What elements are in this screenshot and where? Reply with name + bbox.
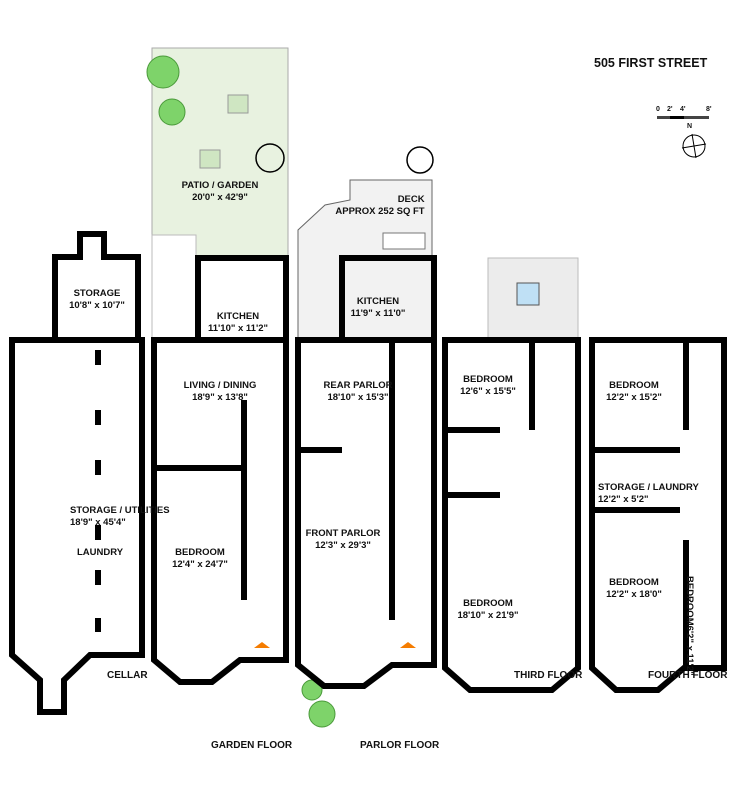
- walls: [9, 231, 727, 715]
- spiral-stair-icon: [406, 146, 434, 174]
- scale-label: 4': [680, 106, 686, 113]
- scale-label: 2': [667, 106, 673, 113]
- north-label: N: [687, 123, 693, 130]
- room-label: LAUNDRY: [76, 547, 124, 558]
- scale-label: 8': [706, 106, 712, 113]
- floor-label-parlor: PARLOR FLOOR: [360, 740, 440, 751]
- floor-label-fourth: FOURTH FLOOR: [648, 670, 728, 681]
- entry-arrows: [254, 642, 416, 648]
- spiral-stair-icon: [255, 143, 285, 173]
- floor-label-garden: GARDEN FLOOR: [211, 740, 293, 751]
- patio-garden-area: [151, 47, 289, 339]
- property-title: 505 FIRST STREET: [594, 56, 708, 70]
- floor-label-third: THIRD FLOOR: [514, 670, 583, 681]
- scale-bar: [657, 116, 709, 119]
- scale-label: 0: [656, 106, 660, 113]
- skylight-icon: [516, 282, 540, 306]
- floor-label-cellar: CELLAR: [107, 670, 148, 681]
- north-compass-icon: [681, 133, 707, 159]
- room-label: BEDROOM6'2" x 11'2": [684, 576, 695, 676]
